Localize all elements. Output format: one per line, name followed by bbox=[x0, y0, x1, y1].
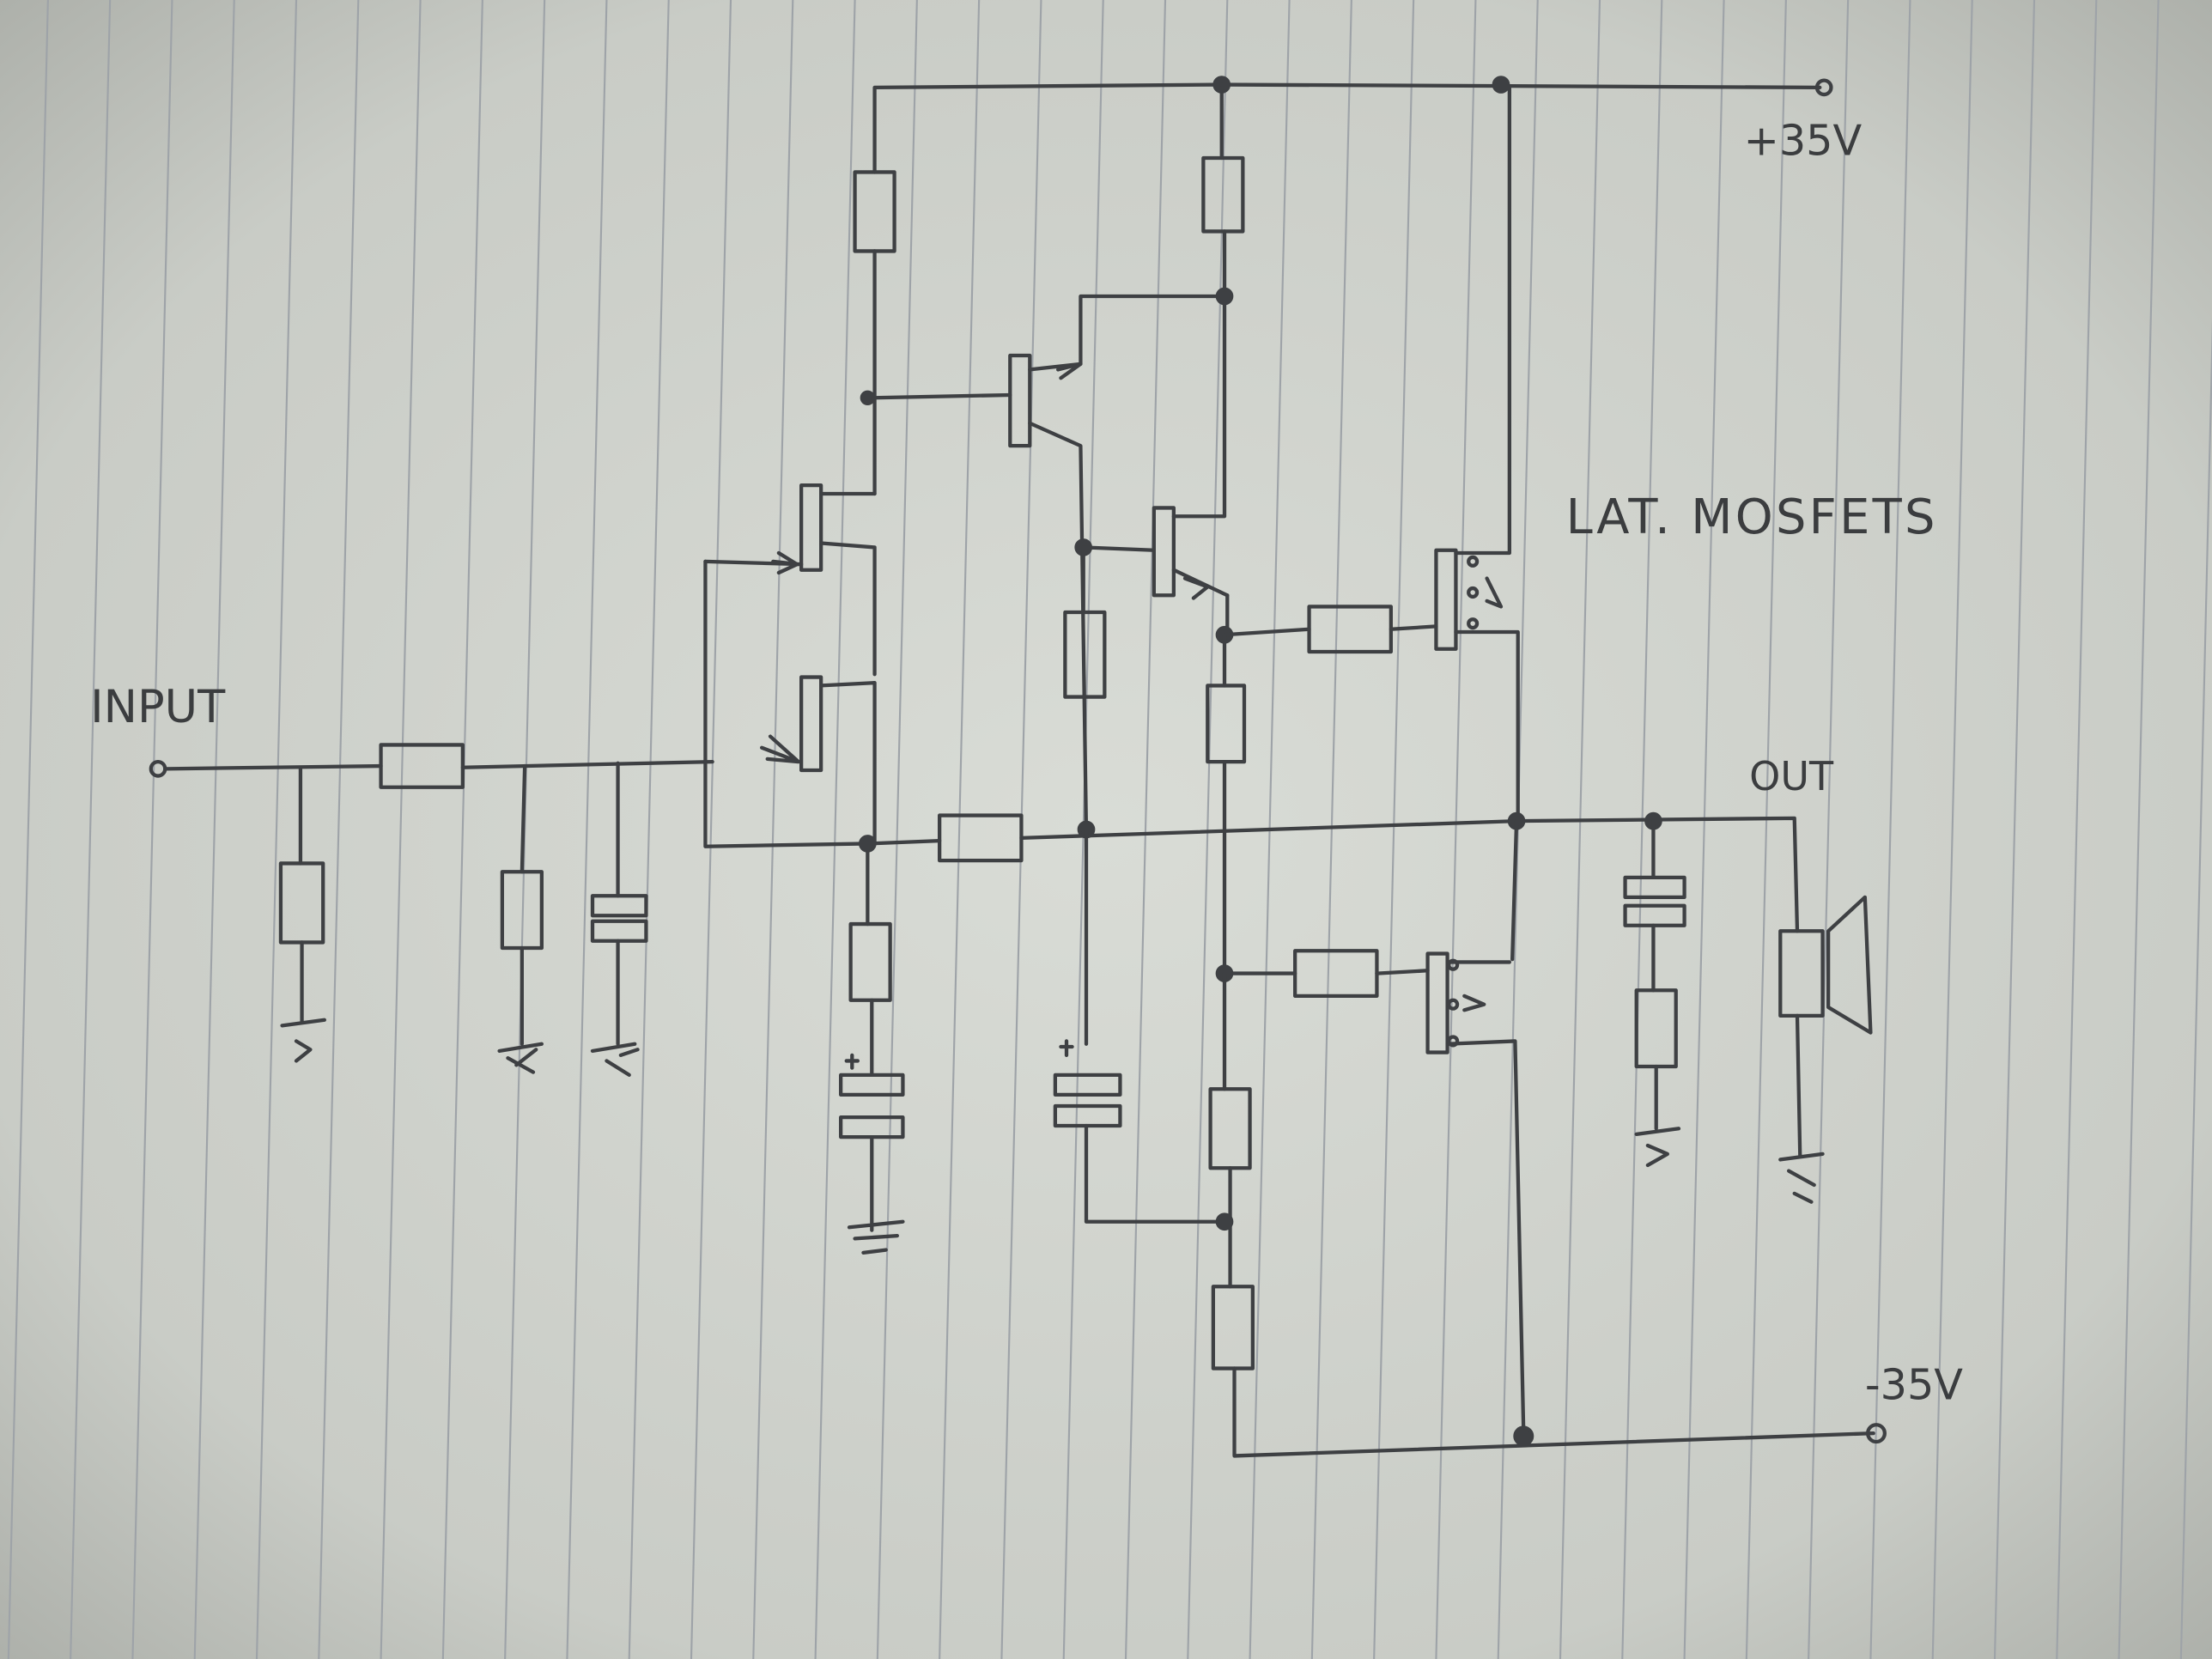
ruling-line bbox=[1435, 0, 1477, 1659]
ruling-line bbox=[1808, 0, 1850, 1659]
input-label: INPUT bbox=[90, 681, 226, 733]
negative-rail-wire bbox=[1232, 1366, 1875, 1458]
feedback-series-wire bbox=[866, 839, 942, 846]
ruling-line bbox=[1559, 0, 1601, 1659]
ruling-line bbox=[7, 0, 49, 1659]
ruling-line bbox=[193, 0, 235, 1659]
ruling-line bbox=[628, 0, 670, 1659]
mosfet-terminal bbox=[1447, 998, 1460, 1011]
polarity-plus-sign bbox=[844, 1053, 860, 1070]
ruling-line bbox=[814, 0, 856, 1659]
junction-dot bbox=[860, 390, 876, 405]
mosfets-annotation: LAT. MOSFETS bbox=[1566, 489, 1938, 545]
mosfet-terminal bbox=[1467, 555, 1480, 568]
junction-dot bbox=[1215, 1212, 1234, 1231]
positive-rail-terminal bbox=[1814, 78, 1833, 97]
mosfet-arrow bbox=[1485, 576, 1504, 609]
upper-gate-lead bbox=[1389, 624, 1438, 631]
negative-rail-label: -35V bbox=[1865, 1360, 1963, 1410]
junction-dot bbox=[1492, 76, 1510, 94]
driver-base-wire bbox=[1081, 545, 1156, 552]
negative-rail-terminal bbox=[1866, 1423, 1887, 1444]
ruling-line bbox=[441, 0, 483, 1659]
top-rail-wire-left bbox=[872, 82, 1224, 174]
bootstrap-cap-plate-top bbox=[1053, 1073, 1122, 1097]
upper-lateral-mosfet bbox=[1434, 548, 1458, 651]
mosfet-terminal bbox=[1447, 1035, 1460, 1048]
bias-resistor-mid bbox=[1063, 610, 1107, 699]
ruling-line bbox=[131, 0, 173, 1659]
ruling-line bbox=[1931, 0, 1973, 1659]
ground-symbol-5 bbox=[1634, 1064, 1681, 1168]
lower-transistor-leads bbox=[760, 681, 877, 846]
ruling-line bbox=[318, 0, 360, 1659]
ruling-line bbox=[2056, 0, 2098, 1659]
feedback-cap-plate-top bbox=[839, 1073, 905, 1097]
ruling-line bbox=[380, 0, 422, 1659]
output-label: OUT bbox=[1749, 753, 1834, 799]
zobel-cap-plate-top bbox=[1623, 875, 1686, 899]
ground-symbol-4 bbox=[847, 1135, 905, 1255]
lower-gate-lead bbox=[1375, 969, 1430, 975]
mosfet-arrow bbox=[1462, 994, 1486, 1012]
filter-resistor-lead bbox=[520, 763, 527, 874]
ruling-line bbox=[1993, 0, 2036, 1659]
bootstrap-return-wire bbox=[1084, 1123, 1227, 1224]
polarity-plus-sign bbox=[1059, 1039, 1074, 1057]
input-wire bbox=[163, 763, 383, 771]
ground-symbol-3 bbox=[590, 939, 640, 1077]
ground-symbol-1 bbox=[280, 940, 326, 1063]
filter-capacitor-plate-top bbox=[590, 894, 648, 918]
vas-base-wire bbox=[872, 392, 1012, 400]
mosfet-terminal bbox=[1467, 617, 1480, 630]
ruling-line bbox=[1745, 0, 1787, 1659]
ruling-line bbox=[690, 0, 732, 1659]
ground-symbol-6 bbox=[1778, 1013, 1825, 1204]
driver-transistor bbox=[1152, 506, 1176, 598]
vas-emitter-wire bbox=[1079, 294, 1227, 366]
input-filter-wire bbox=[460, 760, 714, 769]
junction-dot bbox=[1513, 1425, 1534, 1447]
lower-input-transistor bbox=[799, 675, 823, 773]
ruling-line bbox=[1373, 0, 1415, 1659]
output-bus-wire bbox=[1019, 819, 1519, 840]
circuit-drawing bbox=[149, 76, 1887, 1458]
vas-transistor bbox=[1008, 353, 1032, 448]
upper-mosfet-leads bbox=[1454, 85, 1520, 823]
ruling-line bbox=[1621, 0, 1663, 1659]
ruling-line bbox=[1310, 0, 1352, 1659]
driver-emitter-lead bbox=[1171, 568, 1230, 600]
positive-rail-wire bbox=[1219, 82, 1822, 89]
mosfet-terminal bbox=[1447, 958, 1460, 971]
ruling-line bbox=[2179, 317, 2212, 1659]
upper-input-transistor bbox=[799, 483, 823, 572]
ruling-line bbox=[566, 0, 608, 1659]
ruling-line bbox=[255, 0, 298, 1659]
ruling-line bbox=[1869, 0, 1911, 1659]
ruling-line bbox=[1124, 0, 1167, 1659]
ruling-line bbox=[1187, 0, 1229, 1659]
feedback-loop-wire bbox=[703, 559, 870, 848]
junction-dot bbox=[1215, 287, 1234, 306]
output-wire bbox=[1514, 816, 1800, 933]
ruling-line bbox=[70, 0, 112, 1659]
driver-collector-wire bbox=[1171, 229, 1227, 519]
ruling-line bbox=[876, 0, 918, 1659]
ruling-line bbox=[2118, 0, 2160, 1659]
positive-rail-label: +35V bbox=[1744, 116, 1863, 166]
ruling-line bbox=[939, 0, 981, 1659]
speaker-coil bbox=[1778, 929, 1825, 1018]
upper-gate-wire bbox=[1222, 627, 1311, 637]
ruling-line bbox=[752, 0, 794, 1659]
ground-symbol-2 bbox=[497, 945, 544, 1074]
upper-transistor-leads bbox=[771, 491, 877, 677]
lower-mosfet-source-wire bbox=[1510, 819, 1519, 962]
mosfet-terminal bbox=[1467, 586, 1480, 599]
speaker-cone bbox=[1826, 895, 1873, 1035]
ruling-line bbox=[1683, 0, 1725, 1659]
